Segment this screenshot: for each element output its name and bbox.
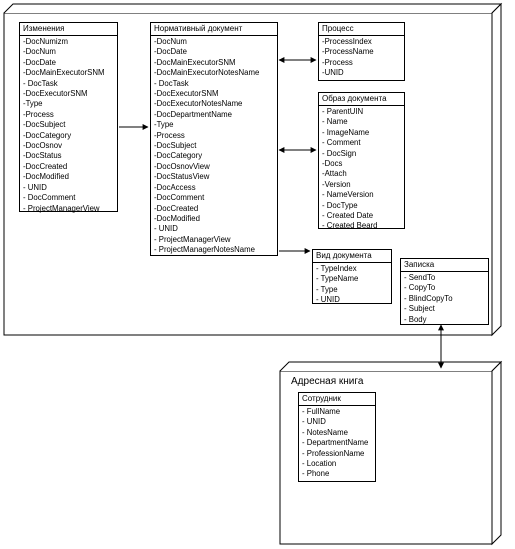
normativny-field: -DocOsnovView — [154, 161, 210, 171]
normativny-field: - DocTask — [154, 78, 189, 88]
obraz-field: - NameVersion — [322, 190, 374, 200]
process-field: -Process — [322, 57, 353, 67]
obraz-field: -Version — [322, 179, 351, 189]
normativny-field: -DocComment — [154, 193, 205, 203]
obraz-field: - Created Beard — [322, 221, 378, 231]
vid-field: - UNID — [316, 295, 340, 305]
izmeneniya-field: -DocDate — [23, 57, 56, 67]
normativny-field: - ProjectManagerNotesName — [154, 245, 255, 255]
adresnaya-package-title: Адресная книга — [291, 376, 364, 387]
izmeneniya-field: - ProjectManagerView — [23, 203, 100, 213]
izmeneniya-field: -DocExecutorSNM — [23, 89, 88, 99]
sotrudnik-field: - UNID — [302, 417, 326, 427]
zapiska-field: - Body — [404, 314, 427, 324]
process-field: -ProcessIndex — [322, 37, 372, 46]
normativny-field: -Type — [154, 120, 174, 130]
izmeneniya-field: -DocCreated — [23, 161, 68, 171]
obraz-field: -Attach — [322, 169, 347, 179]
izmeneniya-title: Изменения — [20, 23, 117, 36]
izmeneniya-field: -Type — [23, 99, 43, 109]
normativny-field: -DocSubject — [154, 141, 197, 151]
vid-title: Вид документа — [313, 250, 391, 263]
izmeneniya-field: -DocModified — [23, 172, 69, 182]
normativny-field: -DocDepartmentName — [154, 109, 232, 119]
normativny-class-box: Нормативный документ -DocNum -DocDate -D… — [150, 22, 278, 256]
sotrudnik-field: - NotesName — [302, 427, 348, 437]
izmeneniya-field: -DocOsnov — [23, 141, 62, 151]
vid-class-box: Вид документа - TypeIndex - TypeName - T… — [312, 249, 392, 304]
izmeneniya-field: - UNID — [23, 182, 47, 192]
sotrudnik-title: Сотрудник — [299, 393, 375, 406]
obraz-field: - ParentUIN — [322, 107, 364, 116]
vid-field: - TypeName — [316, 274, 359, 284]
obraz-field: - Comment — [322, 138, 361, 148]
zapiska-field: - BlindCopyTo — [404, 293, 453, 303]
izmeneniya-field: - DocTask — [23, 78, 58, 88]
sotrudnik-field: - Phone — [302, 469, 330, 479]
normativny-field: -DocCreated — [154, 203, 199, 213]
zapiska-field: - CopyTo — [404, 283, 436, 293]
normativny-field: -DocCategory — [154, 151, 203, 161]
obraz-field: - DocType — [322, 200, 358, 210]
izmeneniya-field: - DocComment — [23, 193, 76, 203]
sotrudnik-field: - FullName — [302, 407, 341, 416]
normativny-field: -DocAccess — [154, 182, 196, 192]
sotrudnik-field: - Location — [302, 459, 337, 469]
obraz-field: - DocSign — [322, 148, 357, 158]
obraz-field: - Created Date — [322, 211, 374, 221]
obraz-field: -Docs — [322, 159, 343, 169]
zapiska-field: - SendTo — [404, 273, 436, 282]
obraz-title: Образ документа — [319, 93, 404, 106]
process-title: Процесс — [319, 23, 404, 36]
obraz-field: - ImageName — [322, 127, 370, 137]
izmeneniya-class-box: Изменения -DocNumizm -DocNum -DocDate -D… — [19, 22, 118, 213]
izmeneniya-field: -DocStatus — [23, 151, 62, 161]
process-field: -ProcessName — [322, 47, 374, 57]
normativny-field: - ProjectManagerView — [154, 234, 231, 244]
izmeneniya-field: -DocCategory — [23, 130, 72, 140]
normativny-field: -Process — [154, 130, 185, 140]
normativny-field: -DocDate — [154, 47, 187, 57]
normativny-field: -DocExecutorNotesName — [154, 99, 243, 109]
sotrudnik-field: - DepartmentName — [302, 438, 369, 448]
obraz-field: - Name — [322, 117, 348, 127]
process-field: -UNID — [322, 68, 344, 78]
normativny-field: -DocMainExecutorNotesName — [154, 68, 260, 78]
zapiska-class-box: Записка - SendTo - CopyTo - BlindCopyTo … — [400, 258, 489, 325]
izmeneniya-field: -Process — [23, 109, 54, 119]
sotrudnik-field: - ProfessionName — [302, 448, 365, 458]
izmeneniya-field: -DocNum — [23, 47, 56, 57]
process-class-box: Процесс -ProcessIndex -ProcessName -Proc… — [318, 22, 405, 81]
vid-field: - Type — [316, 284, 338, 294]
obraz-class-box: Образ документа - ParentUIN - Name - Ima… — [318, 92, 405, 231]
sotrudnik-class-box: Сотрудник - FullName - UNID - NotesName … — [298, 392, 376, 482]
izmeneniya-field: -DocSubject — [23, 120, 66, 130]
normativny-title: Нормативный документ — [151, 23, 277, 36]
izmeneniya-field: -DocNumizm — [23, 37, 69, 46]
zapiska-title: Записка — [401, 259, 488, 272]
normativny-field: -DocExecutorSNM — [154, 89, 219, 99]
normativny-field: -DocModified — [154, 213, 200, 223]
izmeneniya-field: -DocMainExecutorSNM — [23, 68, 105, 78]
normativny-field: -DocMainExecutorSNM — [154, 57, 236, 67]
vid-field: - TypeIndex — [316, 264, 357, 273]
normativny-field: - UNID — [154, 224, 178, 234]
zapiska-field: - Subject — [404, 304, 435, 314]
normativny-field: -DocNum — [154, 37, 187, 46]
normativny-field: -DocStatusView — [154, 172, 210, 182]
